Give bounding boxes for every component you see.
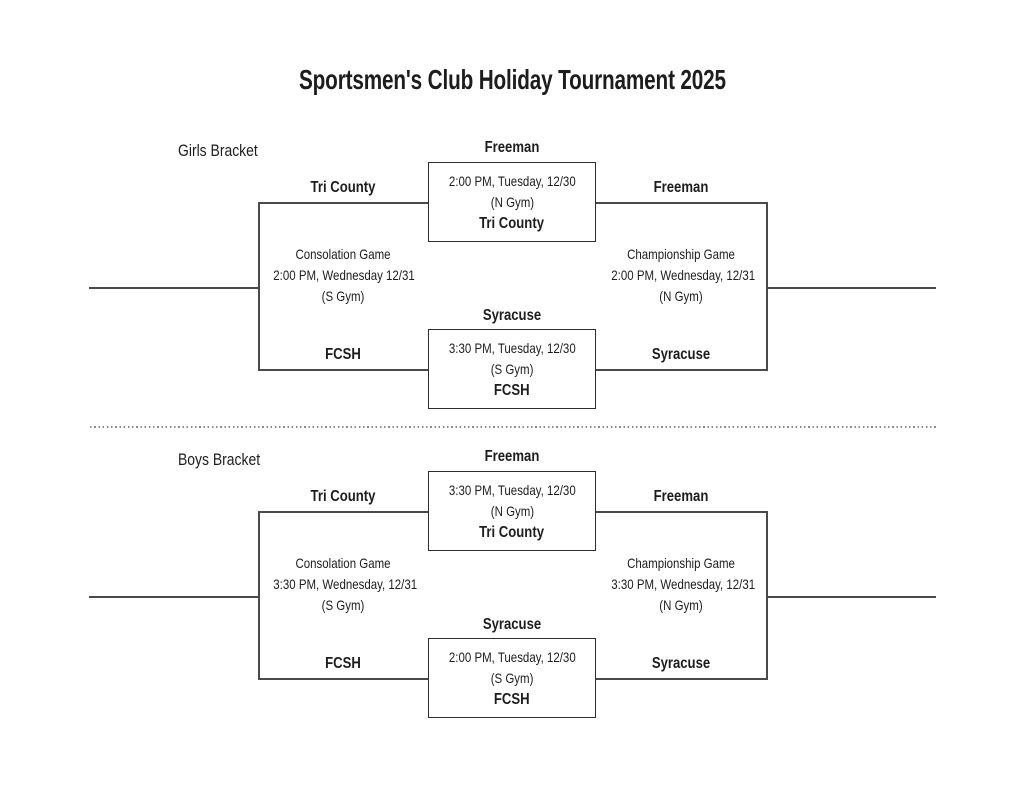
girls-championship-bracket-vertical xyxy=(766,202,768,371)
girls-championship-info: Championship Game 2:00 PM, Wednesday, 12… xyxy=(596,244,766,307)
girls-semifinal2-top-team: Syracuse xyxy=(482,307,542,324)
boys-semifinal1-top-team: Freeman xyxy=(484,448,540,465)
boys-consolation-bottom-team: FCSH xyxy=(325,655,361,672)
girls-championship-winner-line xyxy=(766,287,936,289)
boys-championship-top-team: Freeman xyxy=(653,488,709,505)
girls-semifinal2-game-box: 3:30 PM, Tuesday, 12/30 (S Gym) FCSH xyxy=(428,329,596,409)
girls-consolation-winner-line xyxy=(89,287,258,289)
boys-consolation-title: Consolation Game xyxy=(295,555,391,571)
girls-championship-bottom-team: Syracuse xyxy=(651,346,711,363)
girls-consolation-title: Consolation Game xyxy=(295,246,391,262)
girls-bracket-label: Girls Bracket xyxy=(178,141,258,160)
section-divider-dotted-line xyxy=(90,426,937,428)
boys-consolation-winner-line xyxy=(89,596,258,598)
girls-consolation-time: 2:00 PM, Wednesday 12/31 xyxy=(273,267,415,283)
boys-championship-title: Championship Game xyxy=(627,555,735,571)
girls-line-championship-top xyxy=(596,202,766,204)
girls-bracket-section: Girls Bracket Freeman 2:00 PM, Tuesday, … xyxy=(0,130,1024,430)
boys-line-consolation-bottom xyxy=(258,678,428,680)
girls-championship-title: Championship Game xyxy=(627,246,735,262)
girls-line-consolation-bottom xyxy=(258,369,428,371)
girls-semifinal1-bottom-team: Tri County xyxy=(479,214,545,232)
girls-line-championship-bottom xyxy=(596,369,766,371)
girls-semifinal2-venue: (S Gym) xyxy=(490,360,534,377)
girls-semifinal2-bottom-team: FCSH xyxy=(494,381,530,399)
girls-semifinal1-time: 2:00 PM, Tuesday, 12/30 xyxy=(448,172,576,189)
boys-championship-winner-line xyxy=(766,596,936,598)
girls-consolation-top-team: Tri County xyxy=(310,179,376,196)
girls-semifinal2-time: 3:30 PM, Tuesday, 12/30 xyxy=(448,339,576,356)
boys-consolation-venue: (S Gym) xyxy=(321,597,365,613)
boys-semifinal1-bottom-team: Tri County xyxy=(479,523,545,541)
boys-championship-venue: (N Gym) xyxy=(659,597,703,613)
boys-semifinal2-game-box: 2:00 PM, Tuesday, 12/30 (S Gym) FCSH xyxy=(428,638,596,718)
girls-championship-time: 2:00 PM, Wednesday, 12/31 xyxy=(611,267,756,283)
boys-bracket-label: Boys Bracket xyxy=(178,450,261,469)
girls-semifinal1-game-box: 2:00 PM, Tuesday, 12/30 (N Gym) Tri Coun… xyxy=(428,162,596,242)
girls-semifinal1-venue: (N Gym) xyxy=(490,193,534,210)
boys-line-championship-bottom xyxy=(596,678,766,680)
boys-championship-time: 3:30 PM, Wednesday, 12/31 xyxy=(611,576,756,592)
boys-line-consolation-top xyxy=(258,511,428,513)
girls-championship-top-team: Freeman xyxy=(653,179,709,196)
girls-semifinal1-top-team: Freeman xyxy=(484,139,540,156)
page-title-text: Sportsmen's Club Holiday Tournament 2025 xyxy=(298,64,726,95)
boys-semifinal1-venue: (N Gym) xyxy=(490,502,534,519)
girls-consolation-venue: (S Gym) xyxy=(321,288,365,304)
boys-championship-bracket-vertical xyxy=(766,511,768,680)
boys-championship-info: Championship Game 3:30 PM, Wednesday, 12… xyxy=(596,553,766,616)
boys-consolation-info: Consolation Game 3:30 PM, Wednesday, 12/… xyxy=(258,553,428,616)
girls-consolation-bottom-team: FCSH xyxy=(325,346,361,363)
boys-consolation-bracket-vertical xyxy=(258,511,260,680)
girls-line-consolation-top xyxy=(258,202,428,204)
boys-semifinal2-time: 2:00 PM, Tuesday, 12/30 xyxy=(448,648,576,665)
boys-semifinal2-top-team: Syracuse xyxy=(482,616,542,633)
page-title: Sportsmen's Club Holiday Tournament 2025 xyxy=(0,64,1024,96)
boys-line-championship-top xyxy=(596,511,766,513)
girls-consolation-bracket-vertical xyxy=(258,202,260,371)
boys-semifinal1-game-box: 3:30 PM, Tuesday, 12/30 (N Gym) Tri Coun… xyxy=(428,471,596,551)
boys-semifinal1-time: 3:30 PM, Tuesday, 12/30 xyxy=(448,481,576,498)
girls-championship-venue: (N Gym) xyxy=(659,288,703,304)
boys-championship-bottom-team: Syracuse xyxy=(651,655,711,672)
boys-semifinal2-bottom-team: FCSH xyxy=(494,690,530,708)
boys-bracket-section: Boys Bracket Freeman 3:30 PM, Tuesday, 1… xyxy=(0,439,1024,739)
boys-consolation-top-team: Tri County xyxy=(310,488,376,505)
boys-semifinal2-venue: (S Gym) xyxy=(490,669,534,686)
boys-consolation-time: 3:30 PM, Wednesday, 12/31 xyxy=(273,576,418,592)
girls-consolation-info: Consolation Game 2:00 PM, Wednesday 12/3… xyxy=(258,244,428,307)
